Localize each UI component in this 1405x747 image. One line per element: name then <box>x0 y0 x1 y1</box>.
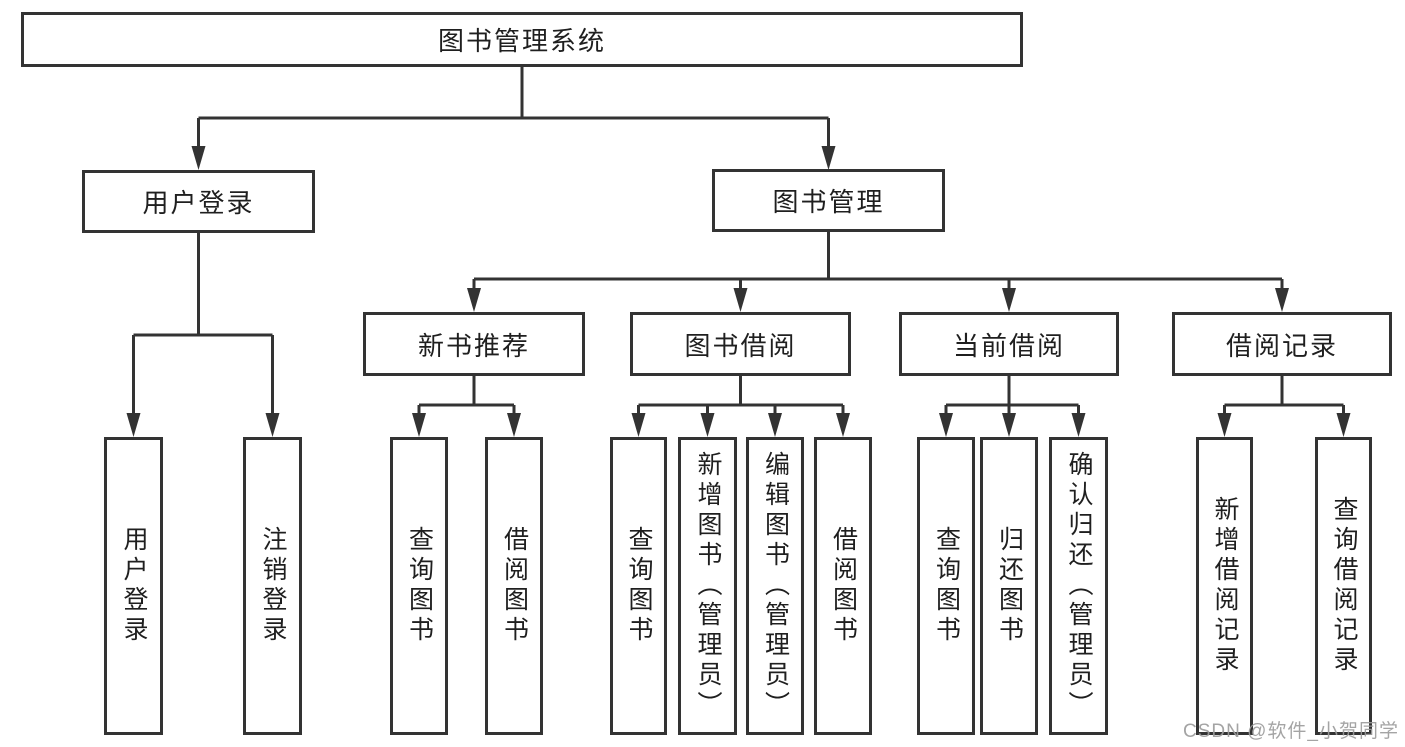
node-new-book-recommend: 新书推荐 <box>363 312 585 376</box>
leaf-confirm-return-admin: 确认归还（管理员） <box>1049 437 1108 735</box>
leaf-logout: 注销登录 <box>243 437 302 735</box>
leaf-query-books-current: 查询图书 <box>917 437 975 735</box>
leaf-query-borrow-record: 查询借阅记录 <box>1315 437 1372 735</box>
node-label: 用户登录 <box>142 188 255 218</box>
leaf-label: 查询图书 <box>625 526 653 646</box>
leaf-label: 用户登录 <box>120 526 148 646</box>
node-label: 图书管理系统 <box>437 26 606 56</box>
leaf-label: 查询图书 <box>932 526 961 646</box>
leaf-label: 借阅图书 <box>829 526 858 646</box>
leaf-label: 查询借阅记录 <box>1330 496 1358 676</box>
leaf-query-books-borrow: 查询图书 <box>610 437 667 735</box>
leaf-borrow-books-recommend: 借阅图书 <box>485 437 543 735</box>
leaf-borrow-books: 借阅图书 <box>814 437 872 735</box>
arrowheads <box>126 146 1351 437</box>
watermark: CSDN @软件_小贺同学 <box>1183 721 1399 742</box>
leaf-query-books-recommend: 查询图书 <box>390 437 448 735</box>
leaf-label: 注销登录 <box>259 526 287 646</box>
node-label: 借阅记录 <box>1225 330 1338 361</box>
leaf-label: 归还图书 <box>995 526 1024 646</box>
leaf-label: 新增借阅记录 <box>1211 496 1239 676</box>
node-library-system-root: 图书管理系统 <box>21 12 1023 67</box>
node-book-management: 图书管理 <box>712 169 945 232</box>
node-book-borrow: 图书借阅 <box>630 312 851 376</box>
leaf-label: 确认归还（管理员） <box>1065 451 1093 721</box>
node-label: 当前借阅 <box>952 330 1065 361</box>
leaf-label: 借阅图书 <box>500 526 529 646</box>
node-current-borrow: 当前借阅 <box>899 312 1119 376</box>
leaf-add-borrow-record: 新增借阅记录 <box>1196 437 1253 735</box>
node-label: 图书管理 <box>772 187 885 217</box>
node-label: 图书借阅 <box>684 330 797 361</box>
leaf-edit-book-admin: 编辑图书（管理员） <box>746 437 804 735</box>
leaf-return-book: 归还图书 <box>980 437 1038 735</box>
node-user-login: 用户登录 <box>82 170 315 233</box>
leaf-label: 查询图书 <box>405 526 434 646</box>
leaf-user-login: 用户登录 <box>104 437 163 735</box>
node-borrow-records: 借阅记录 <box>1172 312 1392 376</box>
leaf-label: 编辑图书（管理员） <box>761 451 790 721</box>
leaf-label: 新增图书（管理员） <box>694 451 722 721</box>
node-label: 新书推荐 <box>417 330 530 361</box>
leaf-add-book-admin: 新增图书（管理员） <box>678 437 737 735</box>
